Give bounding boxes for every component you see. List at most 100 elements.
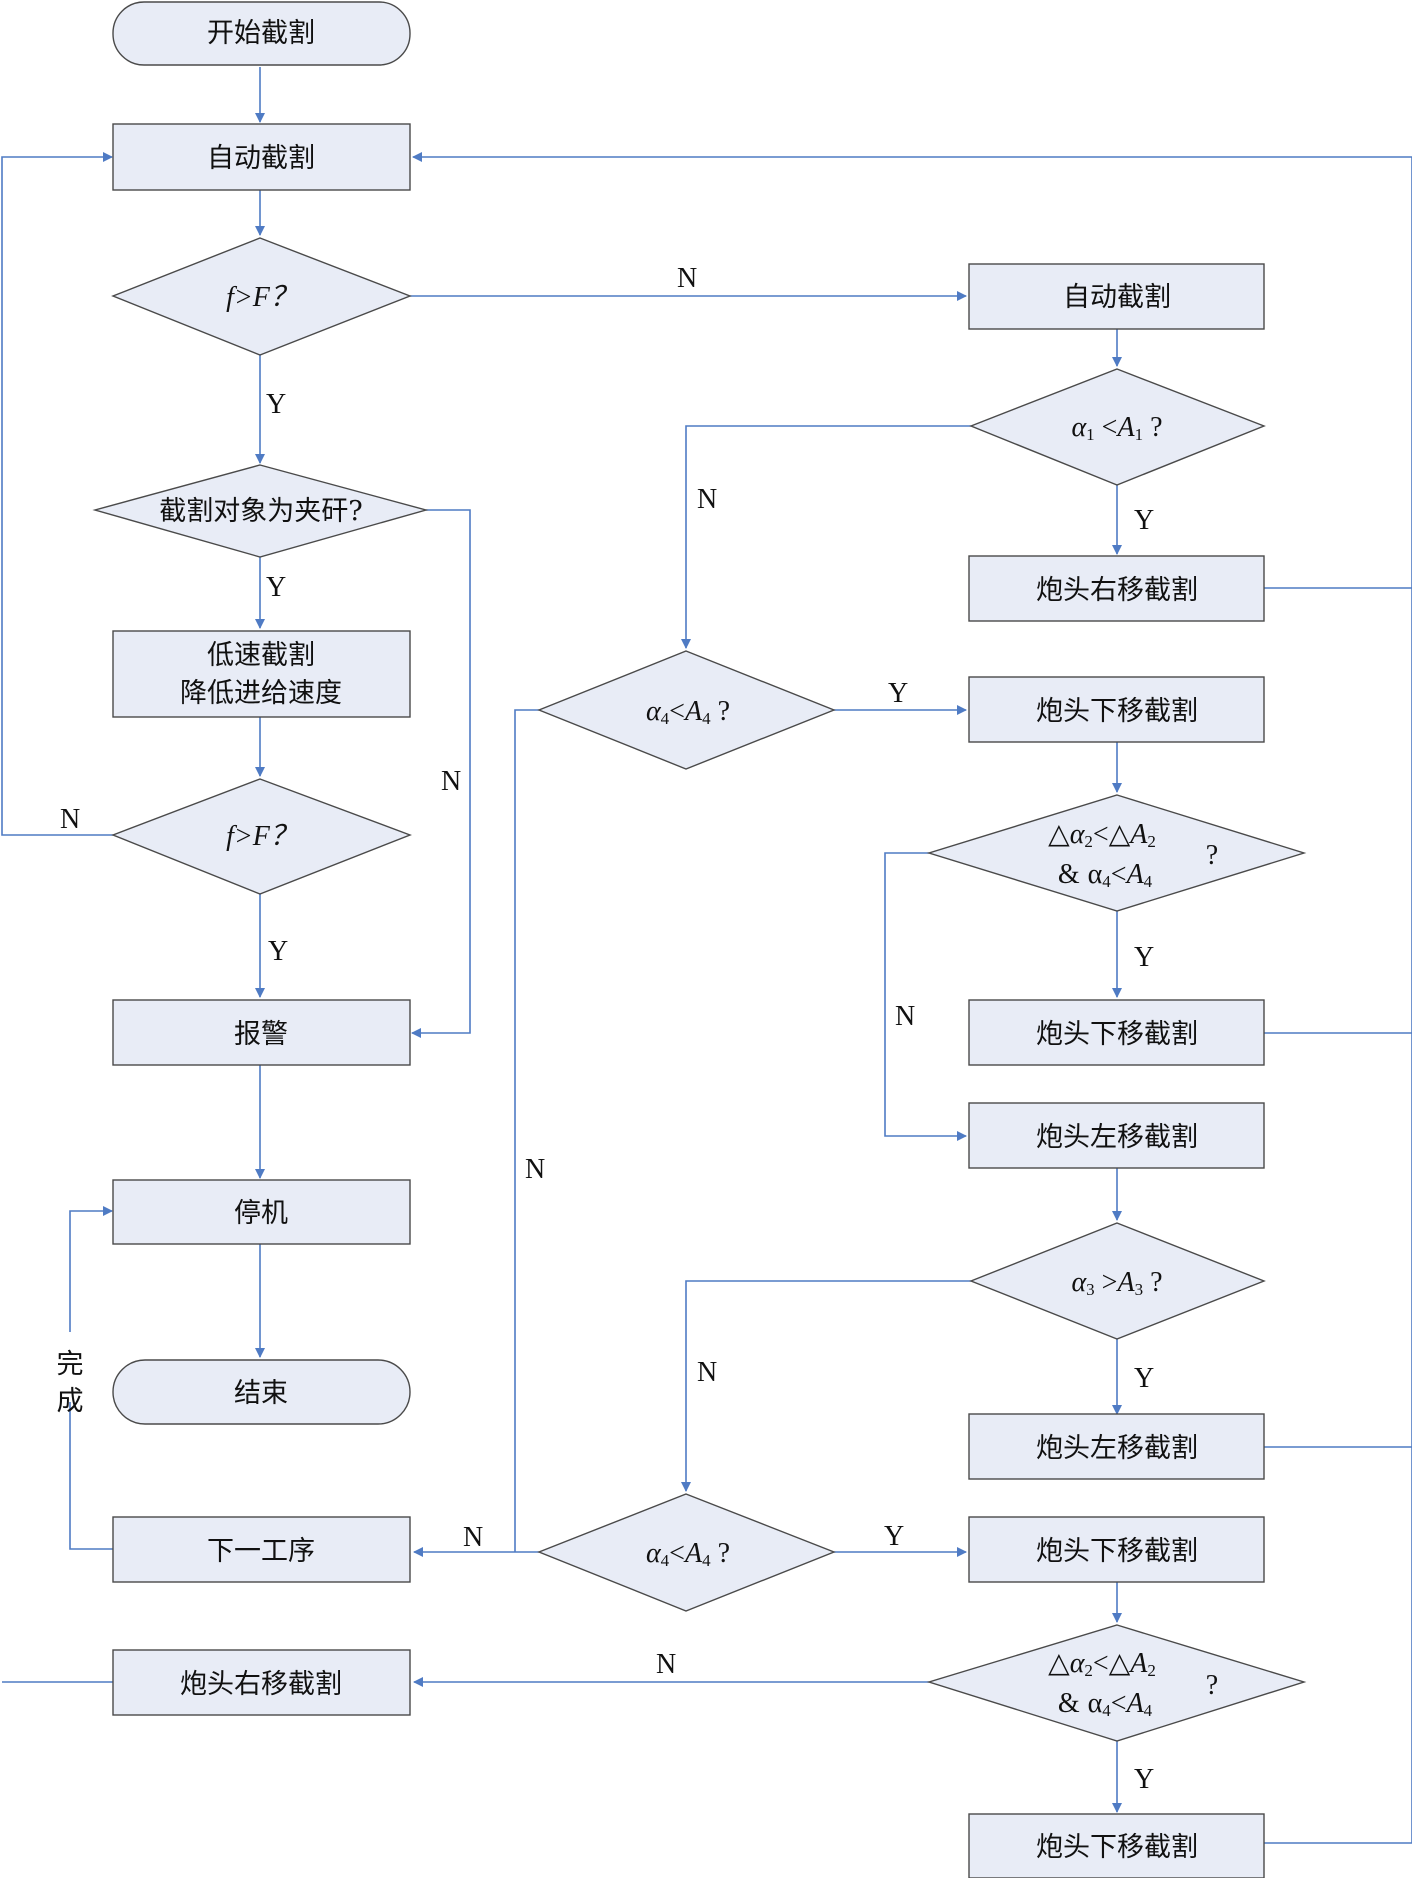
- cond-a3-op: >: [1095, 1267, 1118, 1298]
- head-right-box: [968, 555, 1265, 622]
- cond-a4-bottom-diamond: [537, 1493, 836, 1612]
- node-head-left-1: 炮头左移截割: [968, 1102, 1265, 1169]
- cond-a4-top-label: α4<A4 ?: [646, 696, 730, 728]
- node-head-right-left: 炮头右移截割: [112, 1649, 411, 1716]
- label-n-cond2: N: [60, 804, 80, 835]
- cond-a4-bottom-A-sub: 4: [702, 1551, 711, 1570]
- head-down-4-label: 炮头下移截割: [1036, 1832, 1198, 1863]
- cond-a1-alpha-sub: 1: [1086, 425, 1095, 444]
- head-left-1-label: 炮头左移截割: [1036, 1122, 1198, 1153]
- low-speed-line1: 低速截割: [207, 640, 315, 671]
- label-n-a3: N: [697, 1357, 717, 1388]
- node-cond-a4-bottom: α4<A4 ?: [537, 1493, 836, 1612]
- end-terminal: [112, 1359, 411, 1425]
- node-cond-f-F-2: f>F？: [111, 778, 412, 895]
- cond-a4-top-A-sub: 4: [702, 709, 711, 728]
- arrow-a1-n-to-a4: [681, 425, 971, 649]
- cond-a1-A: A: [1115, 412, 1135, 443]
- node-cond-f-F-1: f>F？: [111, 237, 412, 356]
- label-n-a1: N: [697, 484, 717, 515]
- cond-delta-bottom-alpha-sub: 2: [1084, 1661, 1093, 1680]
- cond-a4-top-q: ?: [711, 696, 730, 727]
- end-label: 结束: [234, 1378, 288, 1409]
- cond-delta-bottom-A-sub: 2: [1147, 1661, 1156, 1680]
- cond-delta-top-A4: A: [1125, 859, 1145, 890]
- cond-delta-top-alpha4: α: [1088, 859, 1103, 890]
- line-a4-n-down: [514, 709, 539, 1552]
- label-n-object: N: [441, 766, 461, 797]
- cond-f-F-2-label: f>F？: [226, 821, 298, 852]
- cond-a1-diamond: [969, 368, 1266, 486]
- cond-a4-bottom-alpha-sub: 4: [661, 1551, 670, 1570]
- label-done-1: 完: [57, 1349, 84, 1380]
- head-down-4-box: [968, 1813, 1265, 1878]
- node-stop: 停机: [112, 1179, 411, 1245]
- label-y-a1: Y: [1134, 505, 1154, 536]
- cond-f-F-1-label: f>F？: [226, 282, 298, 313]
- next-process-label: 下一工序: [207, 1536, 315, 1567]
- cond-a1-q: ?: [1143, 412, 1162, 443]
- cond-a3-A: A: [1115, 1267, 1135, 1298]
- cond-delta-top-alpha4-sub: 4: [1102, 872, 1111, 891]
- next-process-box: [112, 1516, 411, 1583]
- cond-delta-top-A-sub: 2: [1147, 832, 1156, 851]
- low-speed-line2: 降低进给速度: [180, 678, 342, 709]
- node-head-down-1: 炮头下移截割: [968, 676, 1265, 743]
- head-down-2-label: 炮头下移截割: [1036, 1019, 1198, 1050]
- cond-a4-top-alpha-sub: 4: [661, 709, 670, 728]
- node-start: 开始截割: [112, 1, 411, 66]
- node-cond-a1: α1 <A1 ?: [969, 368, 1266, 486]
- arrow-return-bus-to-auto: [412, 152, 1412, 1844]
- label-y-a4-top: Y: [888, 678, 908, 709]
- head-down-1-box: [968, 676, 1265, 743]
- cond-delta-bottom-amp: &: [1058, 1688, 1080, 1719]
- alarm-label: 报警: [234, 1019, 288, 1050]
- head-down-1-label: 炮头下移截割: [1036, 696, 1198, 727]
- node-head-down-3: 炮头下移截割: [968, 1516, 1265, 1583]
- node-auto-cut-right: 自动截割: [968, 263, 1265, 330]
- cond-a4-top-A: A: [683, 696, 703, 727]
- node-head-down-2: 炮头下移截割: [968, 999, 1265, 1066]
- alarm-box: [112, 999, 411, 1066]
- auto-cut-main-label: 自动截割: [207, 143, 315, 174]
- auto-cut-right-box: [968, 263, 1265, 330]
- cond-a3-A-sub: 3: [1135, 1280, 1144, 1299]
- cond-delta-bottom-A4: A: [1125, 1688, 1145, 1719]
- cond-a3-alpha: α: [1071, 1267, 1087, 1298]
- head-down-2-box: [968, 999, 1265, 1066]
- cond-a3-q: ?: [1143, 1267, 1162, 1298]
- arrow-object-n-to-alarm: [411, 509, 471, 1038]
- arrow-delta-n-to-headleft1: [884, 852, 967, 1141]
- cond-delta-bottom-alpha4: α: [1088, 1688, 1103, 1719]
- head-right-left-label: 炮头右移截割: [180, 1669, 342, 1700]
- label-y-cond1: Y: [266, 389, 286, 420]
- cond-delta-top-d1: △: [1048, 819, 1070, 850]
- cond-delta-bottom-A: A: [1128, 1648, 1148, 1679]
- label-n-a4-top: N: [525, 1154, 545, 1185]
- label-y-cond2: Y: [268, 936, 288, 967]
- object-check-diamond: [92, 464, 429, 558]
- cond-delta-bottom-q: ?: [1206, 1670, 1218, 1701]
- node-cond-delta-top: △α2<△A2 &α4<A4 ?: [926, 794, 1307, 912]
- node-cond-a3: α3 >A3 ?: [969, 1222, 1266, 1340]
- label-n-a4-bottom: N: [463, 1522, 483, 1553]
- label-n-delta-top: N: [895, 1001, 915, 1032]
- connectors: [1, 67, 1412, 1844]
- branch-labels: N Y Y N N Y N Y Y Y N N N Y Y N N Y 完 成: [57, 263, 1155, 1795]
- cond-delta-top-op: <△: [1093, 819, 1131, 850]
- cond-delta-top-alpha: α: [1070, 819, 1086, 850]
- cond-a3-alpha-sub: 3: [1086, 1280, 1095, 1299]
- cond-a1-label: α1 <A1 ?: [1071, 412, 1162, 444]
- cond-delta-top-line1: △α2<△A2: [1048, 819, 1156, 851]
- node-head-right: 炮头右移截割: [968, 555, 1265, 622]
- head-left-1-box: [968, 1102, 1265, 1169]
- cond-delta-bottom-line1: △α2<△A2: [1048, 1648, 1156, 1680]
- auto-cut-main-box: [112, 123, 411, 191]
- stop-label: 停机: [234, 1198, 288, 1229]
- arrow-a3-n-to-a4bottom: [681, 1280, 971, 1492]
- cond-delta-bottom-op: <△: [1093, 1648, 1131, 1679]
- label-y-object: Y: [266, 572, 286, 603]
- cond-a4-top-alpha: α: [646, 696, 662, 727]
- label-done-2: 成: [57, 1386, 84, 1417]
- cond-delta-top-diamond: [926, 794, 1307, 912]
